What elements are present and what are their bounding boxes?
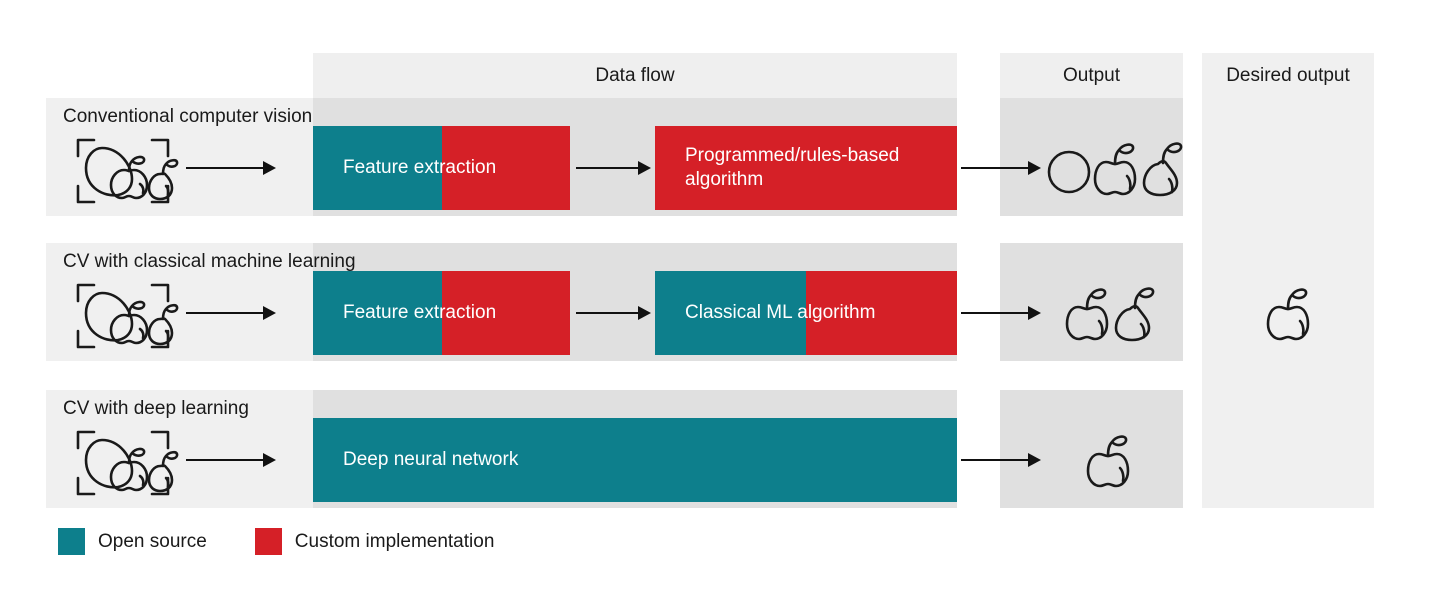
apple-icon (1065, 288, 1109, 341)
column-header-data-flow: Data flow (595, 65, 675, 86)
segment-custom-implementation (441, 126, 570, 210)
apple-icon (1086, 435, 1130, 488)
arrow-input-to-block (186, 161, 276, 175)
arrow-block-to-output (961, 453, 1041, 467)
arrow-input-to-block (186, 306, 276, 320)
segment-open-source (655, 271, 806, 355)
apple-icon (1093, 143, 1137, 196)
legend-item-open-source: Open source (58, 528, 207, 555)
process-block-label: Classical ML algorithm (685, 301, 876, 323)
row-label-band (46, 98, 313, 216)
output-icon-group (1085, 430, 1131, 490)
arrow-block-to-output (961, 306, 1041, 320)
desired-output-icon-group (1265, 283, 1311, 343)
column-header-desired-output: Desired output (1226, 65, 1350, 86)
process-block-label: Feature extraction (343, 301, 497, 323)
process-block-deep-neural-network[interactable]: Deep neural network (313, 418, 957, 502)
row-title: Conventional computer vision (63, 106, 313, 127)
segment-open-source (313, 271, 442, 355)
process-block-classical-ml-algorithm[interactable]: Classical ML algorithm (655, 271, 957, 355)
legend-swatch-open-source (58, 528, 85, 555)
pear-icon (1114, 287, 1155, 342)
process-block-label: Feature extraction (343, 156, 497, 178)
output-icon-group (1064, 283, 1156, 343)
segment-custom-implementation (655, 126, 957, 210)
segment-custom-implementation (806, 271, 957, 355)
row-cv-with-deep-learning: CV with deep learning Deep neural networ… (46, 390, 1183, 508)
legend-item-custom-implementation: Custom implementation (254, 528, 495, 555)
row-output-band (1000, 243, 1183, 361)
desired-output-column (1202, 53, 1374, 508)
row-cv-with-classical-machine-learning: CV with classical machine learning Featu… (46, 243, 1183, 361)
pear-icon (1142, 142, 1183, 197)
process-block-feature-extraction[interactable]: Feature extraction (313, 271, 570, 355)
legend-label-custom-implementation: Custom implementation (294, 530, 495, 552)
process-block-label: Deep neural network (343, 448, 519, 470)
arrow-block-to-output (961, 161, 1041, 175)
legend: Open source Custom implementation (58, 528, 494, 555)
output-header-band (1000, 53, 1183, 98)
column-header-output: Output (1062, 65, 1121, 86)
arrow-block-to-block (576, 161, 651, 175)
segment-custom-implementation (441, 271, 570, 355)
data-flow-header-band (313, 53, 957, 98)
row-conventional-computer-vision: Conventional computer vision Feature ext… (46, 98, 1183, 216)
arrow-input-to-block (186, 453, 276, 467)
fruit-scan-icon (64, 279, 182, 358)
fruit-scan-icon (64, 134, 182, 213)
row-label-band (46, 243, 313, 361)
arrow-block-to-block (576, 306, 651, 320)
circle-icon (1047, 150, 1091, 194)
row-title: CV with deep learning (63, 398, 249, 419)
row-output-band (1000, 390, 1183, 508)
row-title: CV with classical machine learning (63, 251, 356, 272)
process-block-label: Programmed/rules-based algorithm (685, 144, 900, 190)
process-block-feature-extraction[interactable]: Feature extraction (313, 126, 570, 210)
process-block-programmed-rules-based-algorithm[interactable]: Programmed/rules-based algorithm (655, 126, 957, 210)
row-label-band (46, 390, 313, 508)
legend-label-open-source: Open source (98, 530, 207, 552)
segment-open-source (313, 126, 442, 210)
fruit-scan-icon (64, 426, 182, 505)
segment-open-source (313, 418, 957, 502)
row-output-band (1000, 98, 1183, 216)
output-icon-group (1046, 138, 1184, 198)
apple-icon (1266, 288, 1310, 341)
legend-swatch-custom-implementation (254, 528, 282, 555)
